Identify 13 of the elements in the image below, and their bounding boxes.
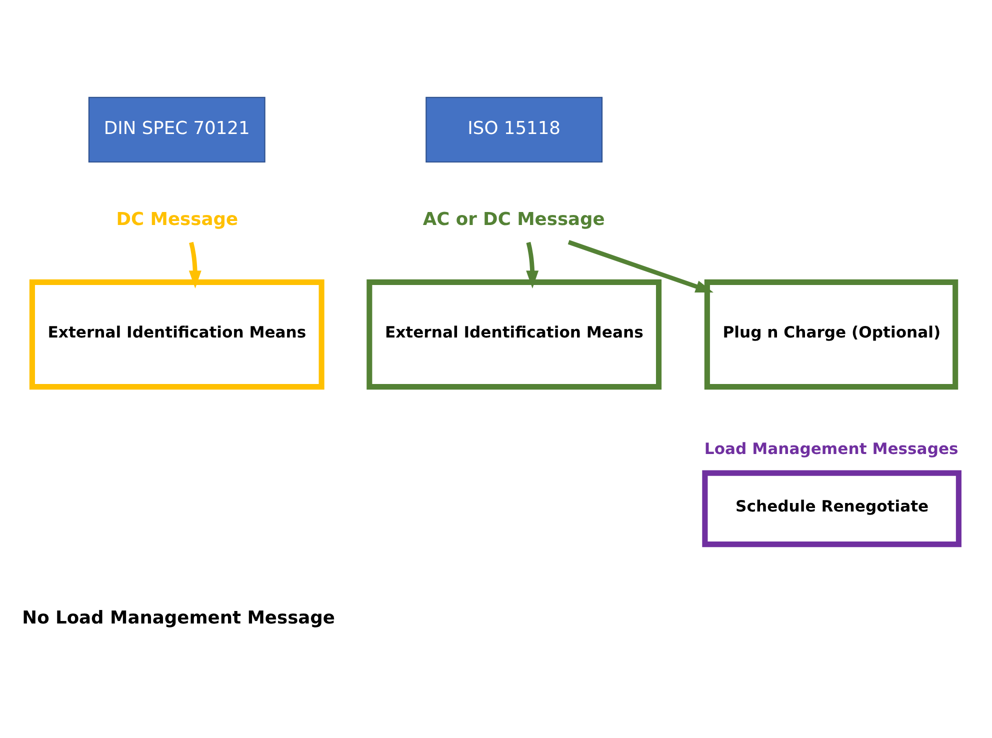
- arrow: [188, 242, 202, 288]
- arrow: [526, 242, 539, 288]
- node-text: AC or DC Message: [422, 209, 605, 230]
- node-box: Plug n Charge (Optional): [704, 279, 958, 390]
- node-box: DIN SPEC 70121: [88, 96, 266, 163]
- label: No Load Management Message: [22, 608, 335, 629]
- arrow: [568, 240, 714, 292]
- node-label: Load Management Messages: [704, 440, 958, 458]
- node-box: Schedule Renegotiate: [702, 470, 962, 548]
- node-box: External Identification Means: [366, 279, 662, 390]
- node-box: ISO 15118: [426, 96, 603, 163]
- node-box: External Identification Means: [29, 279, 324, 390]
- node-text: DC Message: [116, 209, 238, 230]
